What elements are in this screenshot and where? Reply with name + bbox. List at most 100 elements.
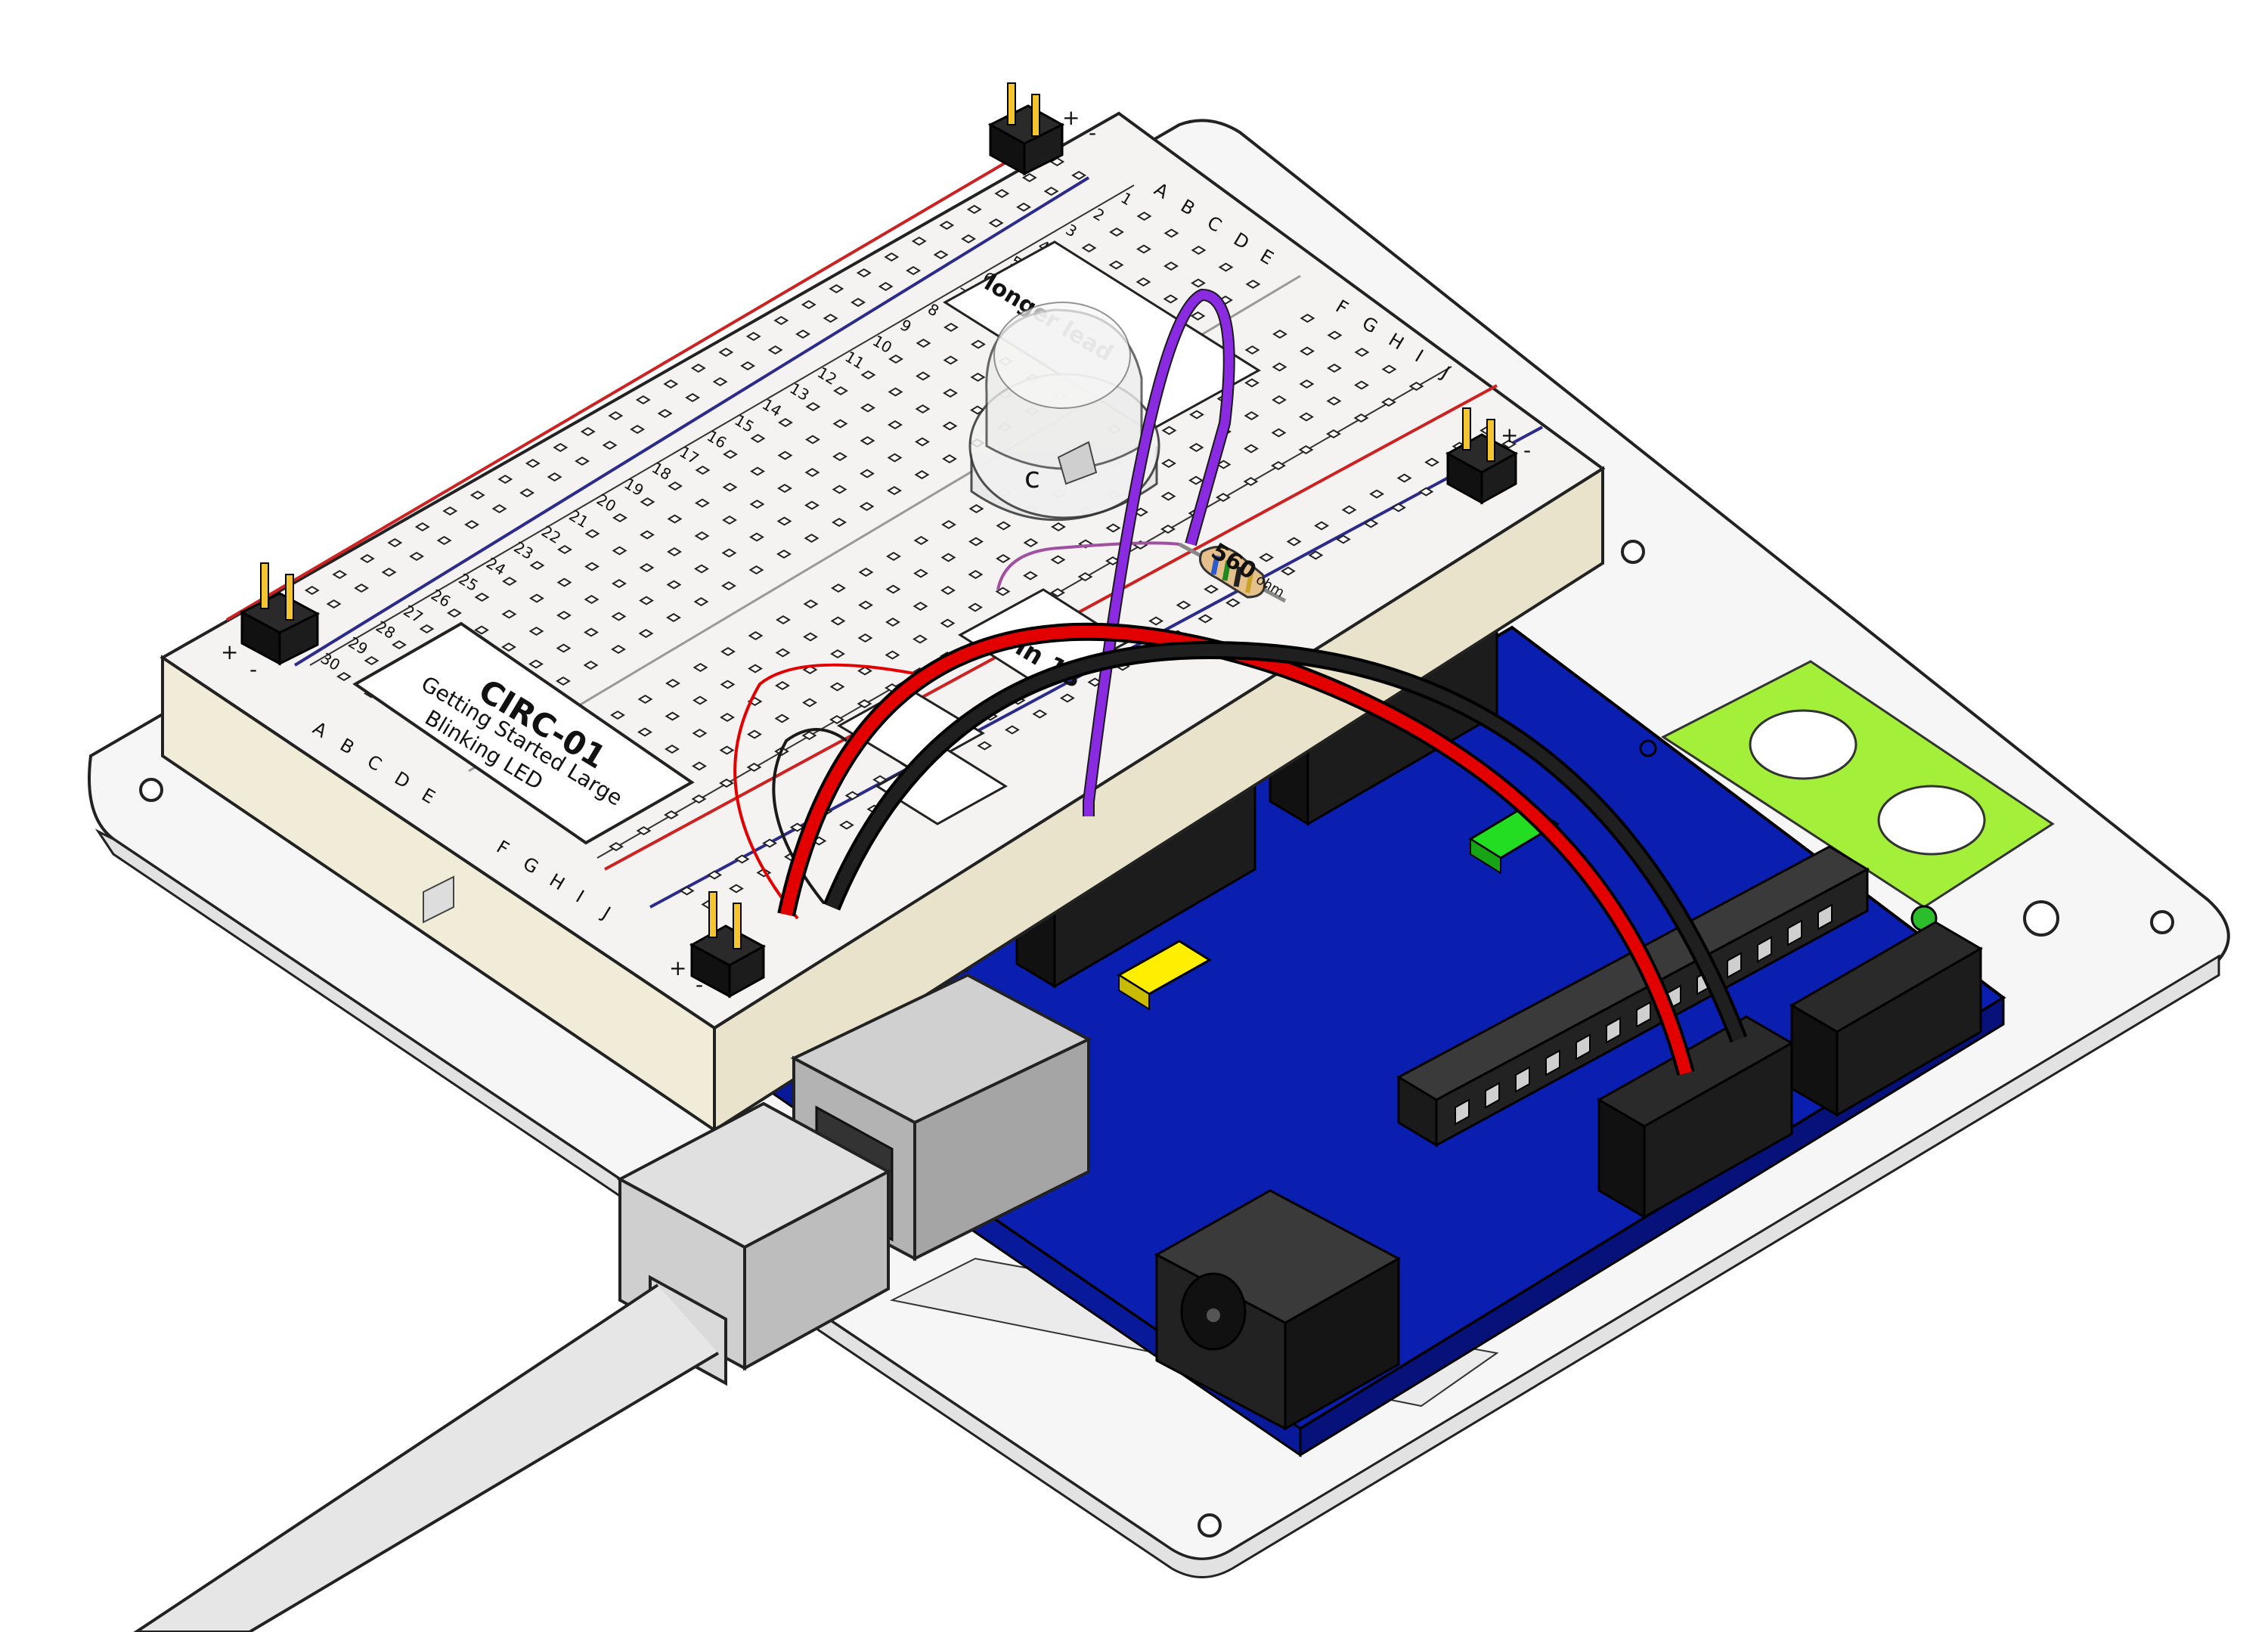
- breadboard-hole: [943, 323, 959, 332]
- breadboard-hole: [970, 373, 986, 382]
- breadboard-hole: [888, 355, 903, 364]
- breadboard-hole: [692, 729, 708, 738]
- breadboard-hole: [911, 237, 927, 246]
- breadboard-hole: [803, 599, 819, 609]
- breadboard-hole: [750, 434, 766, 443]
- breadboard-hole: [1108, 260, 1124, 270]
- breadboard-hole: [1245, 280, 1261, 289]
- resistor-560: 560 ohm: [996, 538, 1287, 603]
- breadboard-hole: [1341, 505, 1357, 515]
- breadboard-hole: [392, 640, 407, 649]
- breadboard-hole: [968, 570, 984, 579]
- breadboard-hole: [685, 393, 701, 402]
- breadboard-hole: [762, 838, 778, 848]
- breadboard-hole: [409, 552, 425, 561]
- breadboard-hole: [746, 763, 762, 772]
- large-led: c: [968, 302, 1160, 522]
- breadboard-hole: [502, 577, 517, 586]
- breadboard-hole: [497, 475, 513, 484]
- breadboard-hole: [1225, 598, 1241, 608]
- breadboard-hole: [886, 552, 901, 561]
- breadboard-hole: [832, 452, 847, 461]
- breadboard-hole: [777, 451, 793, 460]
- breadboard-hole: [414, 522, 430, 531]
- breadboard-hole: [1163, 228, 1179, 238]
- breadboard-hole: [547, 472, 562, 482]
- breadboard-hole: [988, 218, 1004, 228]
- breadboard-hole: [722, 482, 738, 492]
- breadboard-hole: [942, 454, 957, 463]
- breadboard-hole: [1280, 566, 1296, 576]
- breadboard-hole: [804, 534, 820, 543]
- breadboard-hole: [695, 466, 711, 475]
- breadboard-hole: [364, 656, 380, 665]
- breadboard-hole: [885, 618, 900, 627]
- breadboard-hole: [933, 250, 949, 259]
- rail-minus-label: -: [1523, 438, 1531, 463]
- breadboard-hole: [1021, 173, 1037, 182]
- breadboard-hole: [491, 504, 507, 513]
- breadboard-hole: [776, 516, 792, 526]
- rail-minus-label: -: [1089, 120, 1096, 145]
- power-pins-top: [987, 82, 1065, 176]
- breadboard-hole: [1326, 429, 1341, 438]
- power-pins-right: [1445, 407, 1519, 505]
- breadboard-hole: [635, 395, 651, 404]
- breadboard-hole: [1354, 348, 1370, 357]
- breadboard-hole: [1163, 262, 1179, 271]
- breadboard-hole: [778, 418, 793, 427]
- breadboard-hole: [748, 631, 764, 640]
- usb-connector: [133, 973, 1092, 1632]
- breadboard-hole: [464, 520, 480, 529]
- breadboard-hole: [667, 514, 683, 524]
- breadboard-hole: [1271, 461, 1286, 470]
- breadboard-hole: [906, 266, 922, 275]
- breadboard-hole: [912, 634, 928, 644]
- breadboard-hole: [829, 284, 844, 293]
- breadboard-hole: [501, 609, 517, 619]
- breadboard-hole: [940, 553, 956, 562]
- breadboard-hole: [775, 648, 791, 658]
- breadboard-hole: [640, 497, 655, 506]
- breadboard-hole: [966, 205, 982, 214]
- breadboard-hole: [775, 681, 790, 690]
- breadboard-hole: [712, 377, 728, 386]
- breadboard-hole: [721, 581, 736, 590]
- breadboard-hole: [665, 745, 680, 754]
- breadboard-hole: [805, 435, 820, 444]
- breadboard-hole: [1327, 364, 1342, 373]
- breadboard-hole: [1191, 278, 1206, 288]
- breadboard-hole: [968, 602, 983, 612]
- breadboard-hole: [719, 779, 734, 788]
- breadboard-hole: [1390, 503, 1406, 513]
- breadboard-hole: [1363, 519, 1379, 528]
- breadboard-hole: [939, 221, 955, 230]
- breadboard-hole: [609, 842, 624, 851]
- breadboard-hole: [913, 568, 928, 578]
- breadboard-hole: [804, 468, 820, 477]
- breadboard-hole: [860, 370, 876, 379]
- breadboard-hole: [968, 537, 984, 547]
- breadboard-hole: [1176, 600, 1191, 610]
- breadboard-hole: [830, 649, 845, 658]
- breadboard-hole: [1043, 187, 1059, 196]
- breadboard-hole: [692, 695, 708, 705]
- breadboard-hole: [556, 677, 571, 686]
- breadboard-hole: [1381, 398, 1396, 407]
- breadboard-hole: [913, 536, 929, 545]
- breadboard-hole: [474, 593, 490, 602]
- breadboard-hole: [1204, 584, 1219, 594]
- breadboard-hole: [1300, 314, 1315, 323]
- breadboard-hole: [940, 618, 956, 628]
- rail-minus-label: -: [249, 657, 257, 682]
- breadboard-hole: [1161, 426, 1177, 435]
- breadboard-hole: [1136, 244, 1151, 254]
- breadboard-hole: [915, 437, 930, 447]
- breadboard-hole: [692, 761, 707, 771]
- breadboard-hole: [381, 568, 397, 577]
- breadboard-hole: [1016, 203, 1032, 212]
- breadboard-hole: [1244, 444, 1259, 454]
- breadboard-hole: [332, 570, 348, 579]
- breadboard-hole: [1023, 571, 1038, 581]
- yellow-led-smd: [1117, 940, 1212, 1011]
